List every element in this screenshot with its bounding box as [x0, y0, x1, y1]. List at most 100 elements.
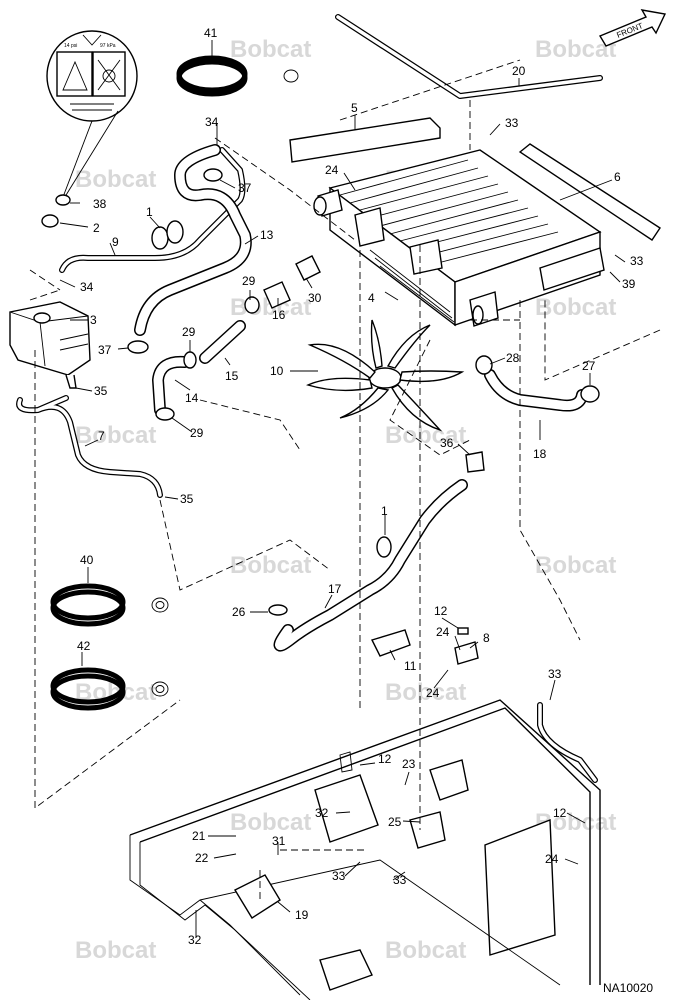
callout-1a: 1: [146, 205, 153, 219]
callout-5: 5: [351, 101, 358, 115]
callout-13: 13: [260, 228, 274, 242]
coolant-recovery-tank: [9, 301, 91, 389]
callout-24a: 24: [325, 163, 339, 177]
hose-16: [263, 281, 291, 309]
hose-coil-40: [50, 583, 169, 627]
hose-coil-41: [176, 55, 299, 97]
watermark-1: Bobcat: [230, 36, 311, 63]
callout-8: 8: [483, 631, 490, 645]
watermark-6: Bobcat: [535, 294, 616, 321]
drawing-code: NA10020: [603, 981, 653, 995]
overflow-hose-7: [16, 395, 163, 498]
callout-12b: 12: [378, 752, 392, 766]
callout-36: 36: [440, 436, 454, 450]
callout-30: 30: [308, 291, 322, 305]
vent-line-9: [59, 147, 246, 273]
watermark-13: Bobcat: [230, 809, 311, 836]
callout-15: 15: [225, 369, 239, 383]
callout-28: 28: [506, 351, 520, 365]
pressure-decal-icon: 14 psi 97 kPa: [46, 30, 138, 201]
rod-20: [335, 14, 603, 99]
hose-clamp-37b: [127, 340, 149, 354]
callout-11: 11: [404, 659, 417, 673]
hose-coil-42: [50, 667, 169, 711]
machine-frame: [129, 699, 601, 1000]
callout-22: 22: [195, 851, 209, 865]
callout-6: 6: [614, 170, 621, 184]
callout-37b: 37: [98, 343, 112, 357]
callout-35a: 35: [94, 384, 108, 398]
front-arrow-icon: FRONT: [598, 9, 667, 47]
callout-25: 25: [388, 815, 402, 829]
hose-clamp-29c: [244, 296, 260, 314]
callout-42: 42: [77, 639, 91, 653]
hose-clamp-29a: [183, 351, 197, 369]
callout-12a: 12: [434, 604, 448, 618]
callout-21: 21: [192, 829, 206, 843]
lower-radiator-hose-18: [484, 369, 588, 412]
callout-39: 39: [622, 277, 636, 291]
watermark-9: Bobcat: [230, 552, 311, 579]
callout-33d: 33: [332, 869, 346, 883]
lower-hose-17: [273, 479, 468, 652]
callout-7: 7: [98, 429, 105, 443]
callout-18: 18: [533, 447, 547, 461]
callout-37a: 37: [238, 181, 252, 195]
upper-radiator-hose-13: [134, 144, 252, 336]
radiator-assembly-4: [313, 149, 605, 327]
callout-2: 2: [93, 221, 100, 235]
callout-29b: 29: [182, 325, 196, 339]
watermark-10: Bobcat: [535, 552, 616, 579]
baffle-5: [289, 117, 441, 163]
hose-clamp-27: [580, 385, 600, 403]
hose-clamp-37a: [203, 168, 223, 182]
callout-14: 14: [185, 391, 199, 405]
bypass-hose-14: [152, 355, 191, 416]
callout-33b: 33: [630, 254, 644, 268]
callout-3: 3: [90, 313, 97, 327]
bracket-8: [454, 641, 479, 665]
leader-lines: [59, 40, 626, 938]
hose-clamp-1c: [376, 536, 392, 558]
callout-24d: 24: [545, 852, 559, 866]
callout-27: 27: [582, 359, 596, 373]
callout-24c: 24: [426, 686, 440, 700]
hose-clamp-26: [268, 604, 288, 616]
callout-17: 17: [328, 582, 342, 596]
callout-40: 40: [80, 553, 94, 567]
callout-19: 19: [295, 908, 309, 922]
callout-12c: 12: [553, 806, 567, 820]
callout-35b: 35: [180, 492, 194, 506]
decal-pressure-metric: 97 kPa: [100, 43, 116, 49]
hidden-lines: [29, 59, 661, 900]
decal-pressure: 14 psi: [64, 43, 77, 49]
decal-38: [55, 194, 71, 206]
watermark-15: Bobcat: [75, 937, 156, 964]
callout-16: 16: [272, 308, 286, 322]
callout-41: 41: [204, 26, 218, 40]
watermark-3: Bobcat: [75, 166, 156, 193]
callout-23: 23: [402, 757, 416, 771]
callout-33a: 33: [505, 116, 519, 130]
callout-32a: 32: [315, 806, 329, 820]
callout-26: 26: [232, 605, 246, 619]
callout-10: 10: [270, 364, 284, 378]
hose-clamp-29b: [155, 407, 175, 421]
watermark-16: Bobcat: [385, 937, 466, 964]
callout-33c: 33: [548, 667, 562, 681]
bracket-11: [371, 629, 411, 657]
callout-34a: 34: [205, 115, 219, 129]
fitting-36: [465, 451, 485, 473]
callout-1b: 1: [381, 504, 388, 518]
hose-clamp-28: [475, 355, 493, 375]
fastener-12a: [457, 627, 469, 635]
callout-20: 20: [512, 64, 526, 78]
cooling-fan-10: [306, 319, 465, 432]
hose-clamp-1: [151, 226, 169, 250]
callout-34b: 34: [80, 280, 94, 294]
callout-24b: 24: [436, 625, 450, 639]
callout-38: 38: [93, 197, 107, 211]
callout-32b: 32: [188, 933, 202, 947]
watermark-12: Bobcat: [385, 679, 466, 706]
